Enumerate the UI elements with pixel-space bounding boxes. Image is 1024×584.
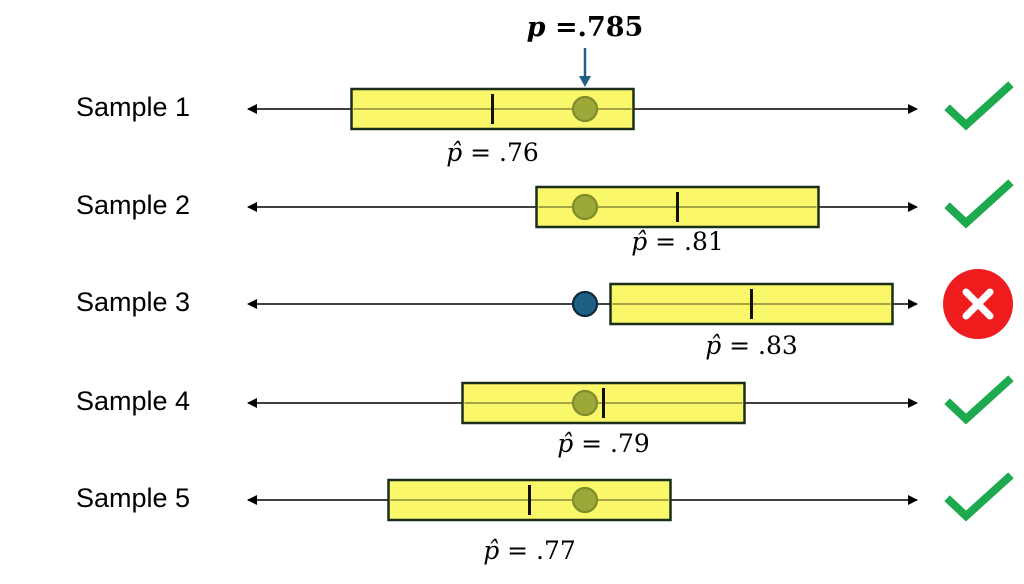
check-icon [944, 375, 1014, 425]
true-p-dot [571, 290, 599, 318]
true-proportion-symbol: p [526, 12, 546, 43]
true-proportion-equals: =. [545, 12, 587, 43]
phat-label: p̂ = .77 [483, 536, 576, 565]
phat-symbol: p̂ [705, 331, 722, 360]
x-mark [962, 288, 994, 320]
phat-value: = .77 [499, 536, 576, 565]
x-icon [943, 269, 1013, 339]
phat-value: = .79 [573, 429, 650, 458]
sample-label: Sample 4 [76, 386, 191, 416]
check-icon [944, 81, 1014, 131]
phat-value: = .76 [462, 138, 539, 167]
sample-label: Sample 1 [76, 92, 191, 122]
phat-label: p̂ = .83 [705, 331, 798, 360]
phat-symbol: p̂ [631, 227, 648, 256]
sample-label: Sample 3 [76, 287, 191, 317]
true-p-dot [571, 389, 599, 417]
phat-symbol: p̂ [446, 138, 463, 167]
phat-label: p̂ = .76 [446, 138, 539, 167]
true-proportion-digits: 785 [586, 12, 644, 43]
check-icon [944, 179, 1014, 229]
sample-label: Sample 5 [76, 483, 191, 513]
true-p-dot [571, 95, 599, 123]
sample-label: Sample 2 [76, 190, 191, 220]
phat-value: = .81 [647, 227, 724, 256]
check-icon [944, 472, 1014, 522]
phat-symbol: p̂ [557, 429, 574, 458]
true-p-dot [571, 486, 599, 514]
phat-value: = .83 [721, 331, 798, 360]
phat-label: p̂ = .79 [557, 429, 650, 458]
phat-symbol: p̂ [483, 536, 500, 565]
true-proportion-label: p =.785 [527, 12, 644, 43]
phat-label: p̂ = .81 [631, 227, 724, 256]
true-p-pointer-head [579, 76, 591, 87]
true-p-dot [571, 193, 599, 221]
